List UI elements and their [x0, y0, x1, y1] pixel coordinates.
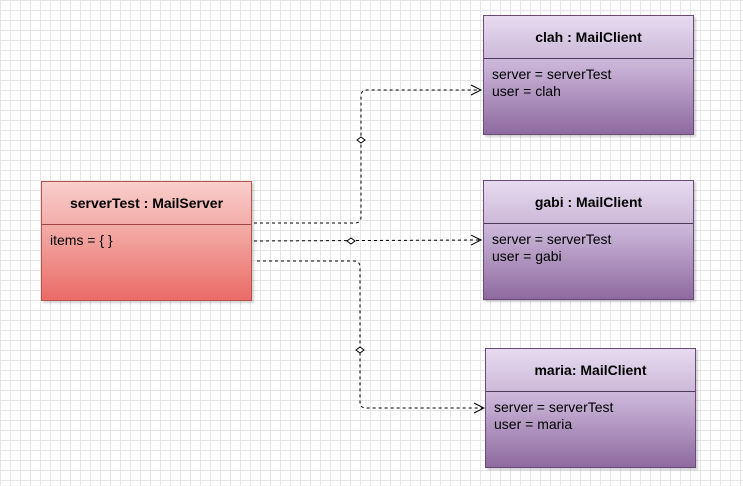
aggregation-diamond-icon — [356, 136, 366, 144]
connector-server-to-gabi[interactable] — [253, 237, 481, 245]
mailclient-object-clah[interactable]: clah : MailClient server = serverTest us… — [483, 15, 694, 135]
aggregation-diamond-icon — [346, 237, 356, 245]
attribute-server: server = serverTest — [492, 66, 612, 82]
attribute-items: items = { } — [50, 232, 113, 248]
object-attributes: server = serverTest user = gabi — [484, 224, 693, 265]
connector-server-to-maria[interactable] — [257, 260, 484, 408]
mailclient-object-gabi[interactable]: gabi : MailClient server = serverTest us… — [483, 180, 694, 300]
mailclient-object-maria[interactable]: maria: MailClient server = serverTest us… — [485, 348, 696, 468]
attribute-user: user = maria — [494, 416, 573, 432]
connector-server-to-clah[interactable] — [254, 90, 481, 224]
object-attributes: server = serverTest user = clah — [484, 59, 693, 100]
object-title: clah : MailClient — [484, 16, 693, 59]
mailserver-object-box[interactable]: serverTest : MailServer items = { } — [41, 181, 252, 301]
object-title: serverTest : MailServer — [42, 182, 251, 225]
aggregation-diamond-icon — [355, 346, 365, 354]
attribute-user: user = clah — [492, 83, 561, 99]
object-title: gabi : MailClient — [484, 181, 693, 224]
object-attributes: server = serverTest user = maria — [486, 392, 695, 433]
attribute-user: user = gabi — [492, 248, 562, 264]
object-title: maria: MailClient — [486, 349, 695, 392]
object-attributes: items = { } — [42, 225, 251, 249]
attribute-server: server = serverTest — [494, 399, 614, 415]
attribute-server: server = serverTest — [492, 231, 612, 247]
